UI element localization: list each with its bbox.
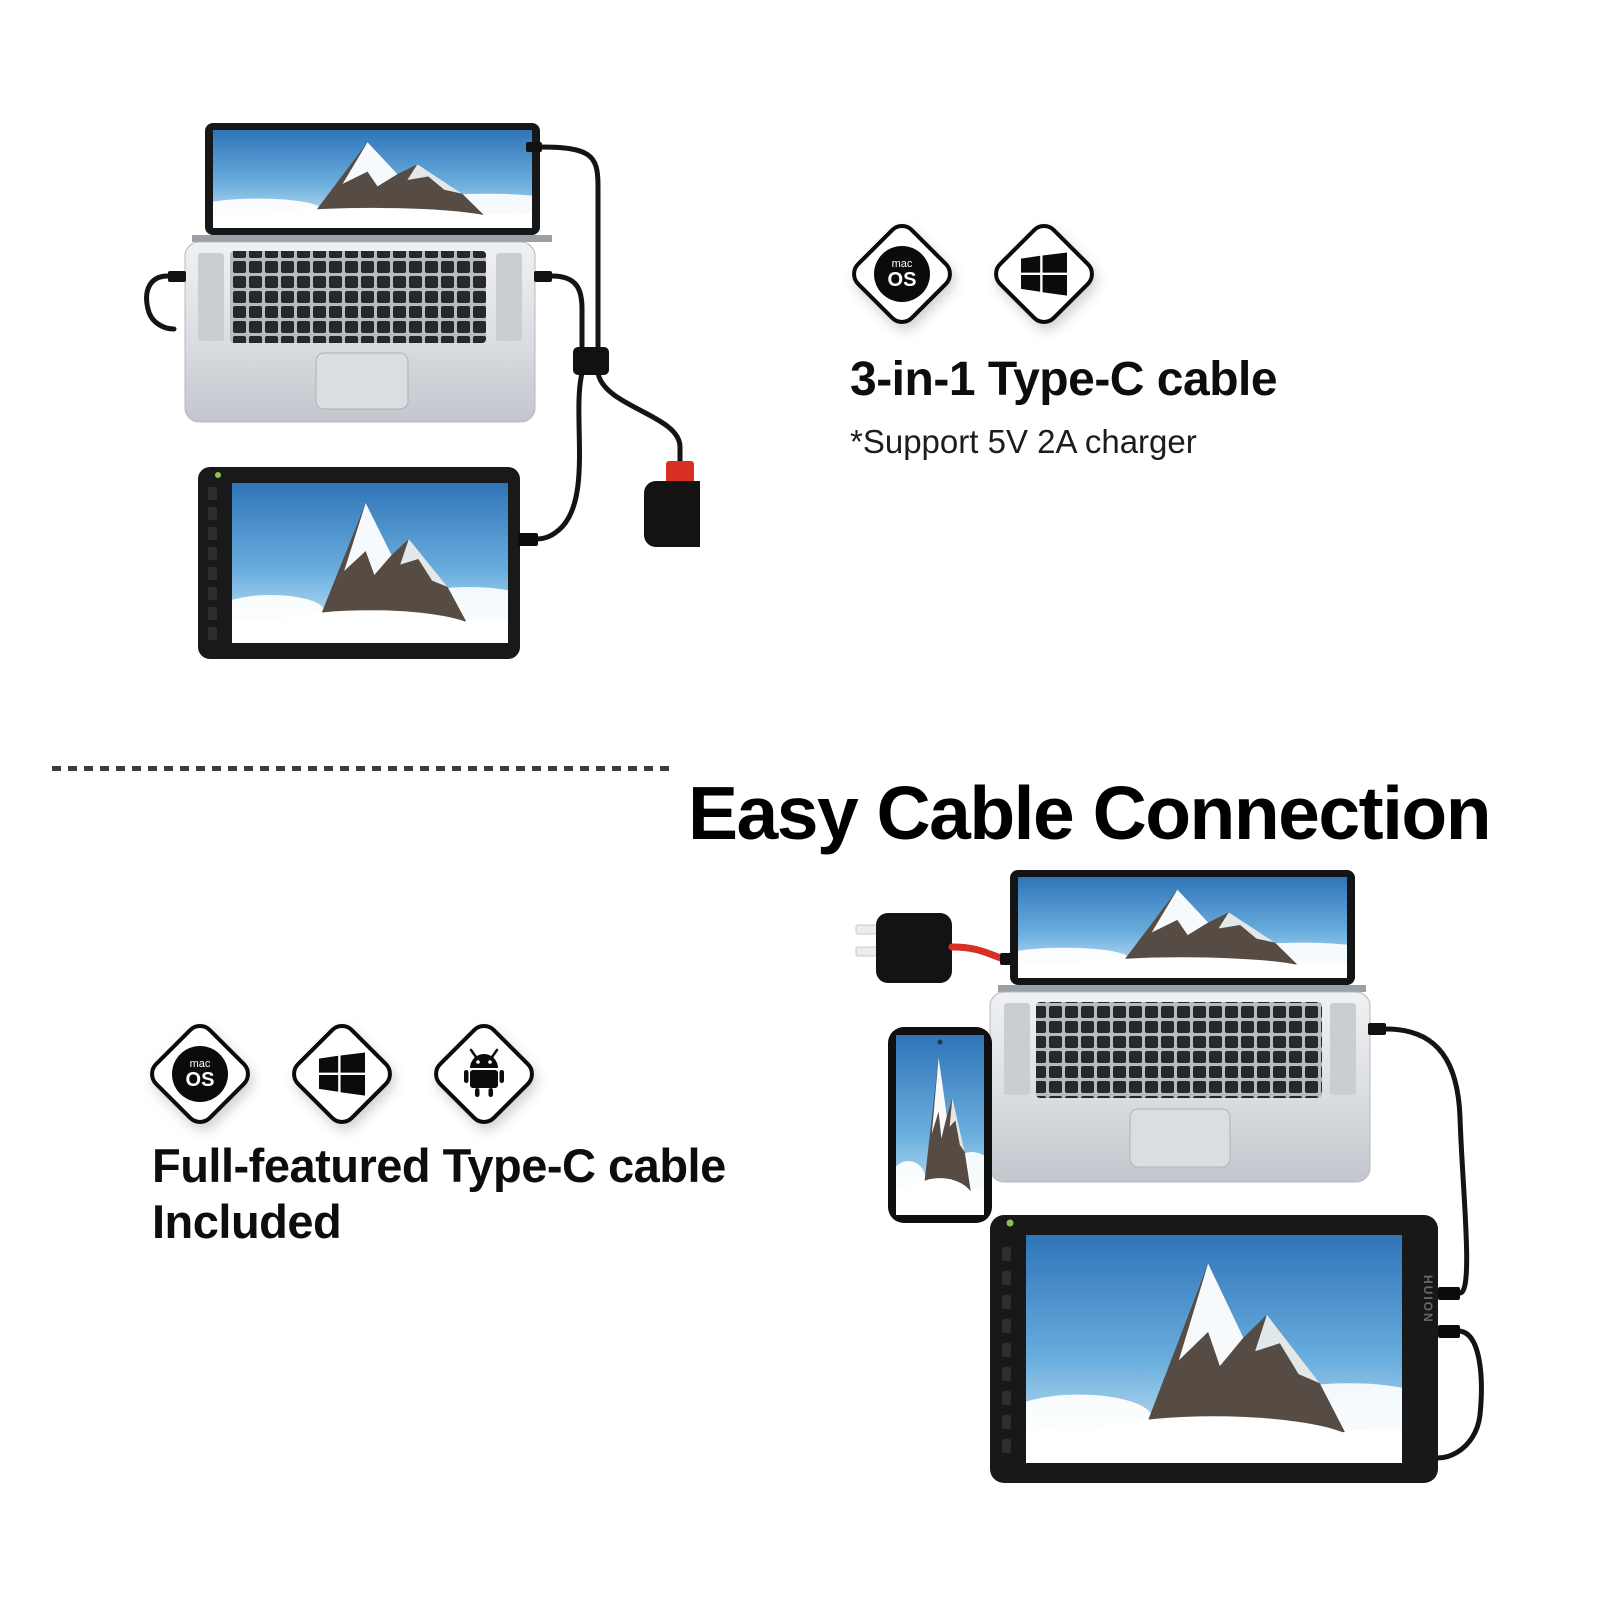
wall-charger	[644, 461, 700, 547]
dashed-divider	[52, 766, 670, 771]
tablet-cable-plug	[518, 533, 538, 546]
pen-display-tablet	[198, 467, 538, 659]
smartphone	[888, 1027, 992, 1223]
laptop	[989, 870, 1371, 1183]
full-featured-cable-illustration: HUION	[855, 870, 1484, 1483]
macos-icon: mac OS	[845, 217, 959, 331]
brand-label: HUION	[1421, 1275, 1435, 1324]
three-in-one-cable	[144, 144, 683, 542]
macos-label-os: OS	[887, 268, 917, 291]
laptop	[184, 123, 552, 423]
tablet-cable-plug-1	[1438, 1287, 1460, 1300]
windows-logo	[319, 1052, 365, 1096]
os-compatibility-icons-top: mac OS	[845, 217, 1277, 331]
macos-label-os: OS	[185, 1068, 215, 1091]
macos-badge: mac OS	[874, 246, 930, 302]
wall-charger	[855, 913, 1017, 983]
heading-3in1-cable: 3-in-1 Type-C cable	[850, 353, 1278, 406]
windows-icon	[285, 1017, 399, 1131]
brand-logo-dot	[215, 472, 221, 478]
android-logo	[464, 1048, 504, 1097]
macos-badge: mac OS	[172, 1046, 228, 1102]
heading-full-featured-cable: Full-featured Type-C cable Included	[152, 1138, 726, 1251]
hdmi-plug-top	[526, 142, 542, 152]
tablet-cable-plug-2	[1438, 1325, 1460, 1338]
macos-icon: mac OS	[143, 1017, 257, 1131]
os-compatibility-icons-bottom: mac OS	[143, 1017, 541, 1131]
laptop-usb-plug	[1368, 1023, 1386, 1035]
usb-plug-left	[168, 271, 186, 282]
macos-label-mac: mac	[891, 257, 913, 270]
android-icon	[427, 1017, 541, 1131]
charger-support-note: *Support 5V 2A charger	[850, 423, 1197, 460]
heading-line-2: Included	[152, 1195, 342, 1249]
type-c-cables	[1383, 1026, 1484, 1461]
page-title: Easy Cable Connection	[688, 771, 1492, 856]
windows-icon	[987, 217, 1101, 331]
usb-plug-right	[534, 271, 552, 282]
macos-label-mac: mac	[189, 1057, 211, 1070]
pen-display-tablet: HUION	[990, 1215, 1460, 1483]
cable-splitter	[573, 347, 609, 375]
brand-logo-dot	[1006, 1219, 1014, 1227]
three-in-one-cable-illustration	[144, 123, 700, 659]
three-in-one-section: mac OS 3-in-	[845, 217, 1278, 461]
heading-line-1: Full-featured Type-C cable	[152, 1139, 726, 1192]
windows-logo	[1021, 252, 1067, 296]
